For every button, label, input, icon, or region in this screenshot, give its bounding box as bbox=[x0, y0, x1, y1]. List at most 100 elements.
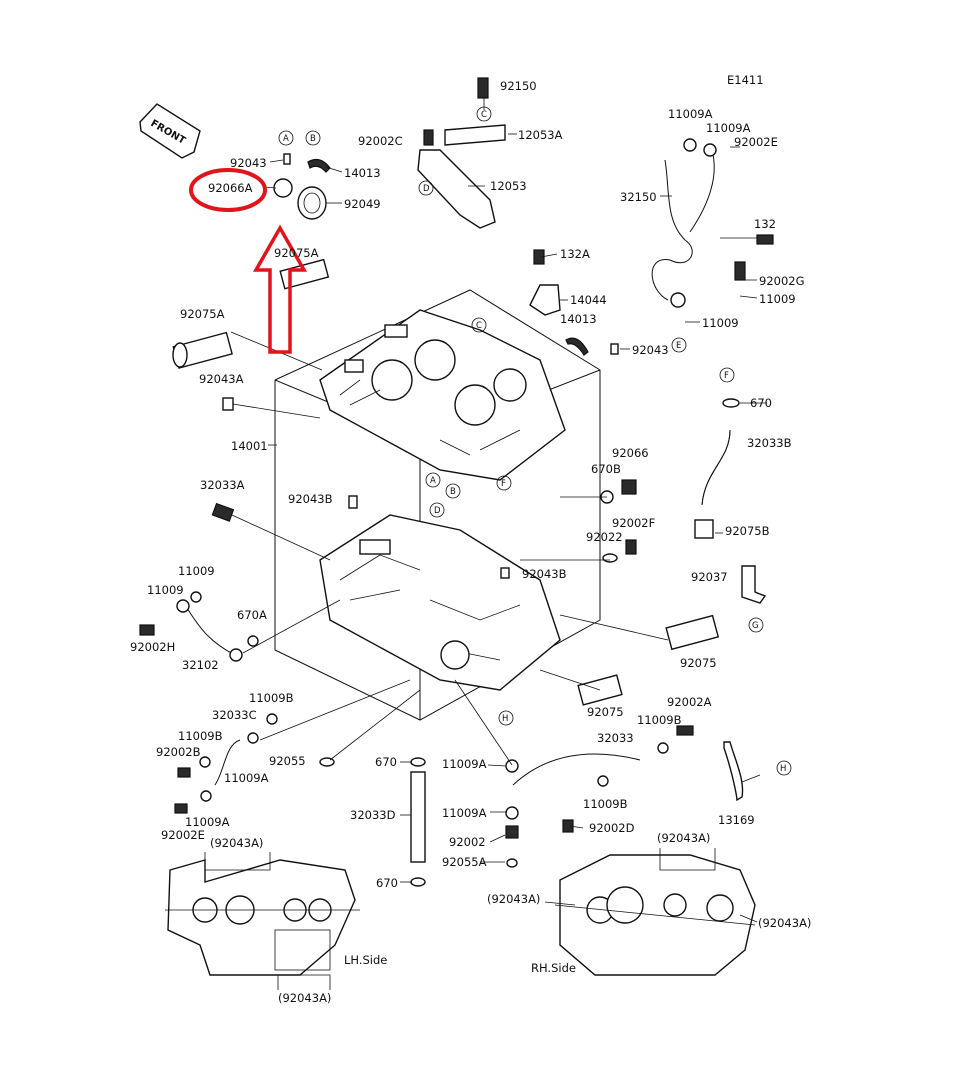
label-12053: 12053 bbox=[490, 179, 527, 193]
label-92043B-1: 92043B bbox=[288, 492, 333, 506]
label-14001: 14001 bbox=[231, 439, 268, 453]
label-92002E-bottom: 92002E bbox=[161, 828, 205, 842]
label-92075-center: 92075 bbox=[587, 705, 624, 719]
label-92037: 92037 bbox=[691, 570, 728, 584]
label-92043A-rh-left: (92043A) bbox=[487, 892, 540, 906]
label-92002B: 92002B bbox=[156, 745, 201, 759]
svg-text:C: C bbox=[481, 110, 487, 120]
label-92002D: 92002D bbox=[589, 821, 635, 835]
label-11009A-2: 11009A bbox=[706, 121, 751, 135]
rh-side-cover: RH.Side bbox=[531, 854, 756, 976]
callout-H-1: H bbox=[776, 760, 792, 776]
small-parts-top bbox=[222, 249, 619, 579]
label-32033: 32033 bbox=[597, 731, 634, 745]
svg-text:G: G bbox=[752, 621, 759, 631]
label-92022: 92022 bbox=[586, 530, 623, 544]
svg-text:A: A bbox=[283, 134, 289, 144]
label-92075A-top: 92075A bbox=[274, 246, 319, 260]
oil-pipe-32033D bbox=[319, 757, 426, 887]
svg-text:H: H bbox=[780, 764, 786, 774]
bushing-92075A bbox=[172, 258, 330, 369]
callout-A-2: A bbox=[425, 472, 441, 488]
label-132A: 132A bbox=[560, 247, 590, 261]
front-arrow-icon: FRONT bbox=[139, 103, 201, 159]
label-11009-left1: 11009 bbox=[178, 564, 215, 578]
label-92043A-rh-right: (92043A) bbox=[758, 916, 811, 930]
highlight-arrow-icon bbox=[252, 224, 308, 354]
label-92002H: 92002H bbox=[130, 640, 175, 654]
label-14044: 14044 bbox=[570, 293, 607, 307]
svg-text:H: H bbox=[502, 714, 508, 724]
label-11009-right1: 11009 bbox=[759, 292, 796, 306]
label-92043B-2: 92043B bbox=[522, 567, 567, 581]
oil-pipe-32102 bbox=[139, 591, 259, 662]
label-92055: 92055 bbox=[269, 754, 306, 768]
label-670-right: 670 bbox=[750, 396, 772, 410]
callout-B-2: B bbox=[445, 483, 461, 499]
label-92075A-left: 92075A bbox=[180, 307, 225, 321]
lower-crankcase bbox=[319, 514, 561, 691]
oil-pipe-32033C bbox=[174, 713, 278, 814]
label-92043-mid: 92043 bbox=[632, 343, 669, 357]
label-670A: 670A bbox=[237, 608, 267, 622]
callout-D-1: D bbox=[418, 180, 434, 196]
callout-H-2: H bbox=[498, 710, 514, 726]
label-12053A: 12053A bbox=[518, 128, 563, 142]
label-32033A: 32033A bbox=[200, 478, 245, 492]
label-11009A-center1: 11009A bbox=[442, 757, 487, 771]
hose-32033B bbox=[694, 398, 740, 539]
label-32150: 32150 bbox=[620, 190, 657, 204]
bracket-12053 bbox=[417, 77, 506, 229]
label-92066: 92066 bbox=[612, 446, 649, 460]
label-92043A-lh-top: (92043A) bbox=[210, 836, 263, 850]
plug-92066 bbox=[600, 479, 637, 563]
label-92002F: 92002F bbox=[612, 516, 655, 530]
label-14013-mid: 14013 bbox=[560, 312, 597, 326]
svg-text:B: B bbox=[310, 134, 316, 144]
highlight-annotation bbox=[189, 168, 308, 354]
label-92002G: 92002G bbox=[759, 274, 805, 288]
callout-G-1: G bbox=[748, 617, 764, 633]
label-92075B: 92075B bbox=[725, 524, 770, 538]
label-92043-top: 92043 bbox=[230, 156, 267, 170]
label-32033B: 32033B bbox=[747, 436, 792, 450]
label-32033D: 32033D bbox=[350, 808, 396, 822]
label-11009-right2: 11009 bbox=[702, 316, 739, 330]
lh-side-cover: LH.Side bbox=[165, 859, 387, 976]
label-11009A-1: 11009A bbox=[668, 107, 713, 121]
lever-13169 bbox=[723, 741, 744, 802]
label-92066A: 92066A bbox=[208, 181, 253, 195]
svg-text:B: B bbox=[450, 487, 456, 497]
part-labels: 92150 92002C 12053A 12053 92043 14013 92… bbox=[130, 79, 811, 1005]
leader-lines bbox=[230, 97, 767, 883]
label-670-center2: 670 bbox=[376, 876, 398, 890]
label-92150: 92150 bbox=[500, 79, 537, 93]
label-670-center1: 670 bbox=[375, 755, 397, 769]
svg-text:C: C bbox=[476, 321, 482, 331]
callout-C-2: C bbox=[471, 317, 487, 333]
label-92002C: 92002C bbox=[358, 134, 403, 148]
label-11009B-2: 11009B bbox=[178, 729, 223, 743]
label-92002E-top: 92002E bbox=[734, 135, 778, 149]
label-670B: 670B bbox=[591, 462, 621, 476]
seal-parts bbox=[273, 153, 331, 220]
callout-F-1: F bbox=[719, 367, 735, 383]
label-11009B-1: 11009B bbox=[249, 691, 294, 705]
callout-D-2: D bbox=[429, 502, 445, 518]
upper-crankcase bbox=[319, 309, 566, 481]
bracket-92037 bbox=[741, 565, 767, 604]
label-11009B-center: 11009B bbox=[583, 797, 628, 811]
oil-pipe-32150 bbox=[651, 138, 774, 308]
label-11009A-center2: 11009A bbox=[442, 806, 487, 820]
callout-B-1: B bbox=[305, 130, 321, 146]
stud-32033A bbox=[211, 502, 235, 522]
diagram-code: E1411 bbox=[727, 73, 764, 87]
label-32033C: 32033C bbox=[212, 708, 257, 722]
svg-text:D: D bbox=[434, 506, 441, 516]
callout-C-1: C bbox=[476, 106, 492, 122]
label-92043A-lh-bottom: (92043A) bbox=[278, 991, 331, 1005]
label-92002: 92002 bbox=[449, 835, 486, 849]
oil-pipe-32033 bbox=[505, 725, 694, 868]
label-11009A-bottom: 11009A bbox=[185, 815, 230, 829]
lh-side-label: LH.Side bbox=[344, 953, 387, 967]
